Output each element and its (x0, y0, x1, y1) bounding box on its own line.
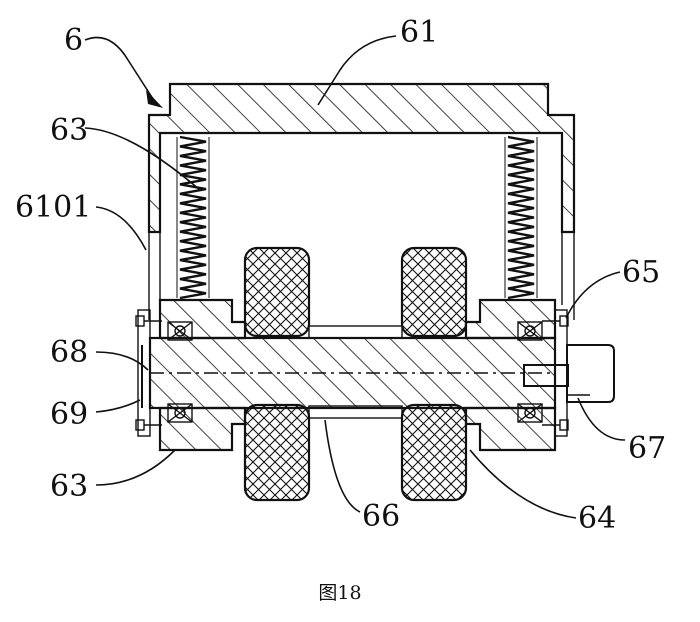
bearings (167, 321, 543, 423)
roller-64 (243, 246, 468, 502)
label-66: 66 (362, 499, 400, 534)
spring-coil (179, 135, 207, 300)
figure-caption: 图18 (318, 582, 361, 604)
label-63-bottom: 63 (50, 469, 88, 504)
label-6101: 6101 (15, 190, 91, 225)
shaft (148, 336, 557, 410)
label-6: 6 (64, 23, 83, 58)
label-63-top: 63 (50, 113, 88, 148)
leader-lines (84, 35, 626, 519)
spring-coil (507, 135, 535, 300)
label-64: 64 (578, 501, 616, 536)
label-67: 67 (628, 431, 666, 466)
spring-right (504, 135, 538, 300)
label-61: 61 (400, 15, 438, 50)
label-69: 69 (50, 397, 88, 432)
label-65: 65 (622, 255, 660, 290)
coupling-67 (523, 344, 615, 403)
end-cap-left (135, 309, 162, 437)
spring-left (176, 135, 210, 300)
arrow-head (146, 90, 163, 108)
reference-labels: 6 61 63 6101 65 68 69 67 63 66 64 (15, 15, 666, 536)
label-68: 68 (50, 335, 88, 370)
